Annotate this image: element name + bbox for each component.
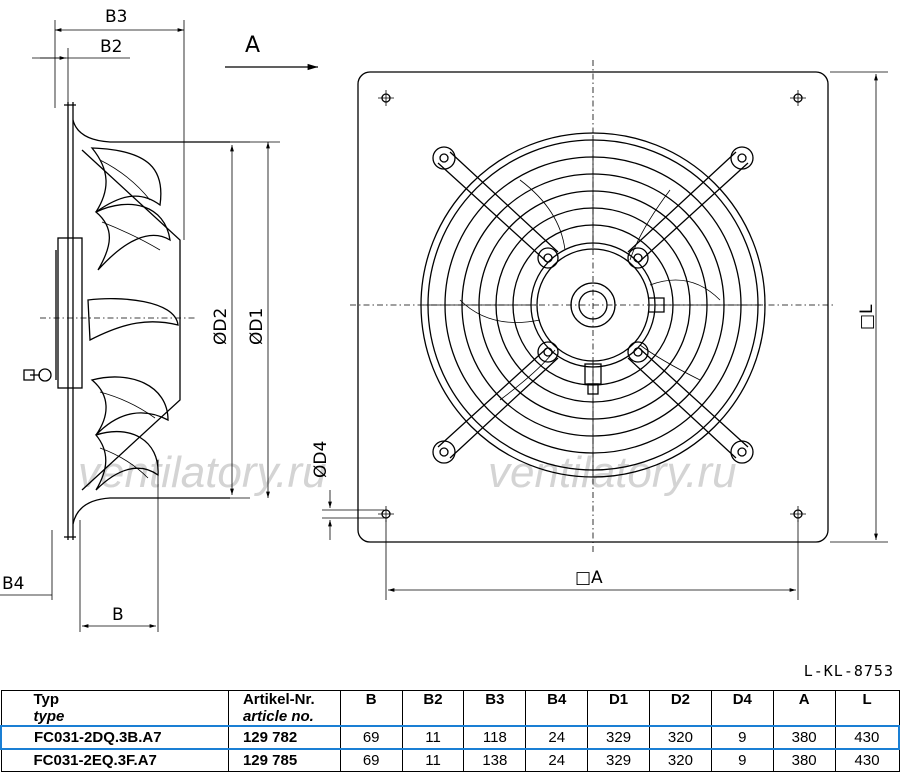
cell-type: FC031-2EQ.3F.A7 [0,748,229,772]
dim-label-l: □L [857,304,877,330]
header-b: B [339,690,403,727]
dim-label-d4: ØD4 [311,441,331,478]
dim-label-a: □A [575,568,603,588]
side-view: B3 B2 ØD2 ØD1 B4 B [0,7,280,632]
technical-drawing: ventilatory.ru ventilatory.ru B3 [0,7,888,632]
header-d2: D2 [649,690,712,727]
cell-d4: 9 [710,725,774,750]
table-row[interactable]: FC031-2EQ.3F.A7 129 785 69 11 138 24 329… [0,748,900,772]
header-a: A [772,690,836,727]
cell-l: 430 [834,725,900,750]
dim-label-b2: B2 [100,37,122,57]
dim-label-d1: ØD1 [247,308,267,345]
header-b3: B3 [463,690,527,727]
cell-a: 380 [772,725,836,750]
dim-label-b3: B3 [105,7,127,27]
header-b4: B4 [525,690,589,727]
watermark-right: ventilatory.ru [488,448,737,497]
view-arrow-a: A [225,33,318,71]
mounting-hole [790,90,806,106]
front-view: ØD4 □A □L [311,60,888,600]
header-b2: B2 [401,690,465,727]
mounting-hole [790,506,806,522]
header-d1: D1 [587,690,650,727]
cell-b4: 24 [525,725,589,750]
view-label-a: A [245,33,260,58]
cell-article: 129 785 [227,748,341,772]
drawing-reference: L-KL-8753 [803,662,894,680]
cell-d1: 329 [587,748,650,772]
mounting-hole [378,90,394,106]
cell-l: 430 [834,748,900,772]
mounting-hole [378,506,394,522]
cell-article: 129 782 [227,725,341,750]
guard-cross-bars [432,146,754,464]
header-l: L [834,690,900,727]
table-row[interactable]: FC031-2DQ.3B.A7 129 782 69 11 118 24 329… [0,725,900,750]
cell-a: 380 [772,748,836,772]
cell-b: 69 [339,748,403,772]
cell-b3: 118 [463,725,527,750]
cell-b2: 11 [401,725,465,750]
cell-b2: 11 [401,748,465,772]
cell-type: FC031-2DQ.3B.A7 [0,725,229,750]
header-article: Artikel-Nr.article no. [227,690,341,727]
cell-b: 69 [339,725,403,750]
header-d4: D4 [710,690,774,727]
cell-d2: 320 [649,748,712,772]
dim-label-d2: ØD2 [211,308,231,345]
dim-label-b: B [112,605,124,625]
cell-d1: 329 [587,725,650,750]
cell-b3: 138 [463,748,527,772]
cell-b4: 24 [525,748,589,772]
cell-d2: 320 [649,725,712,750]
watermark-left: ventilatory.ru [78,448,327,497]
cell-d4: 9 [710,748,774,772]
dim-label-b4: B4 [2,574,24,594]
